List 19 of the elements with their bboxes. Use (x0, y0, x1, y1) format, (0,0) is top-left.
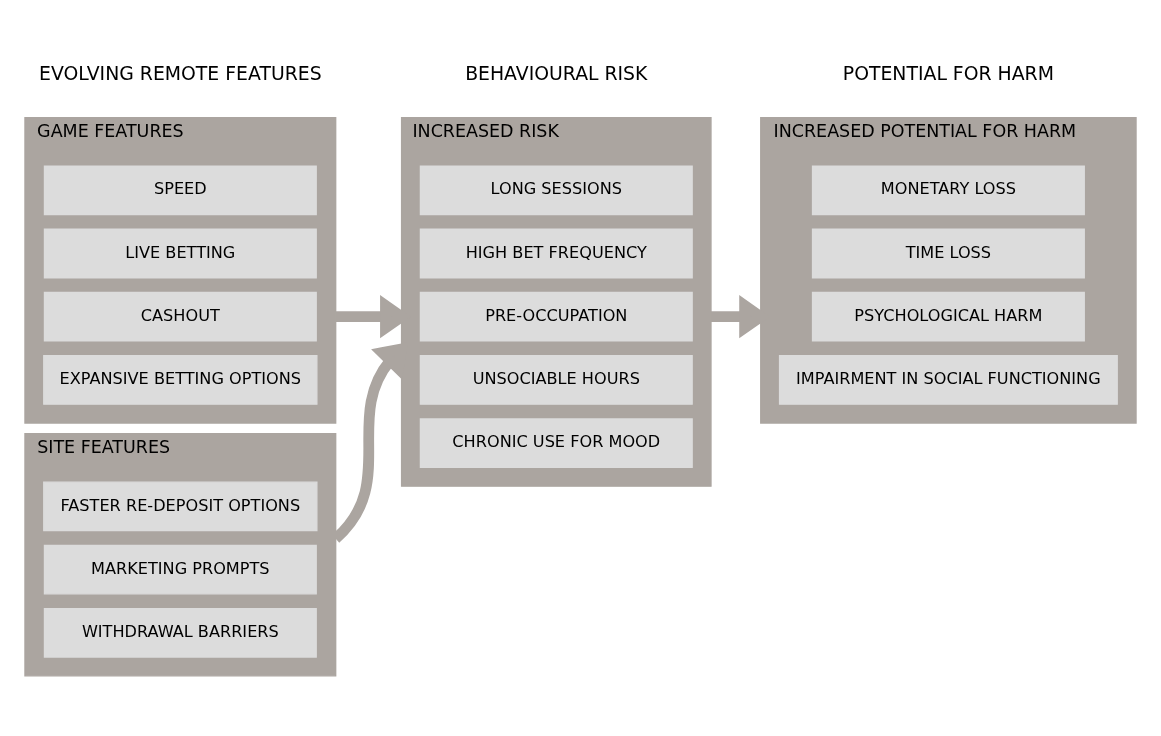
label: BEHAVIOURAL RISK (465, 62, 648, 84)
label: EVOLVING REMOTE FEATURES (39, 62, 322, 84)
node-box: IMPAIRMENT IN SOCIAL FUNCTIONING (778, 354, 1118, 405)
node-box: SPEED (43, 164, 317, 215)
node-box: TIME LOSS (811, 228, 1085, 278)
node-box: PSYCHOLOGICAL HARM (811, 291, 1085, 342)
node-box: FASTER RE-DEPOSIT OPTIONS (43, 481, 318, 531)
node-box: UNSOCIABLE HOURS (419, 354, 693, 405)
node-box: LIVE BETTING (43, 228, 317, 278)
label: POTENTIAL FOR HARM (842, 62, 1054, 84)
node-box: MARKETING PROMPTS (43, 544, 317, 594)
node-box: MONETARY LOSS (811, 164, 1085, 215)
node-box: LONG SESSIONS (419, 164, 693, 215)
node-box: WITHDRAWAL BARRIERS (43, 607, 317, 658)
node-box: HIGH BET FREQUENCY (419, 228, 693, 278)
node-box: EXPANSIVE BETTING OPTIONS (43, 354, 318, 405)
node-box: CASHOUT (43, 291, 317, 342)
node-box: PRE-OCCUPATION (419, 291, 693, 342)
node-box: CHRONIC USE FOR MOOD (419, 417, 693, 468)
